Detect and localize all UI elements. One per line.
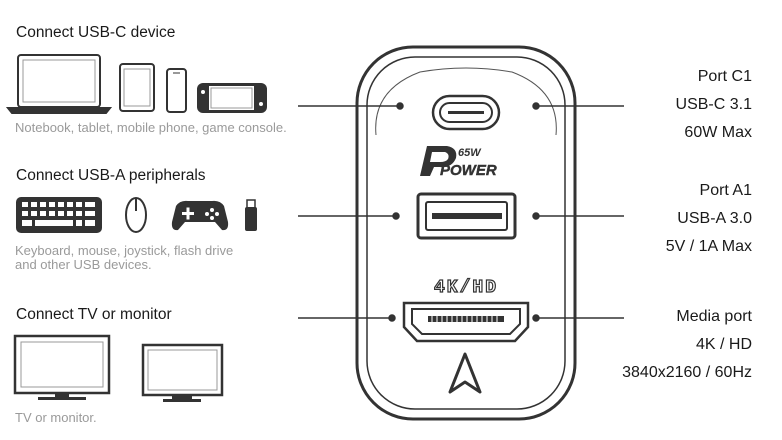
port-a1-name: Port A1	[699, 182, 752, 199]
usba-caption-line2: and other USB devices.	[15, 257, 152, 272]
hdmi-port-icon	[402, 301, 530, 343]
tablet-icon	[119, 63, 155, 112]
port-a1-power: 5V / 1A Max	[665, 238, 752, 255]
tv-icon	[13, 334, 111, 400]
flash-drive-icon	[245, 199, 257, 231]
laptop-icon	[5, 54, 113, 114]
mouse-icon	[125, 197, 147, 233]
media-port-power: 3840x2160 / 60Hz	[622, 364, 752, 381]
media-port-name: Media port	[676, 308, 752, 325]
gamepad-icon	[171, 200, 229, 231]
usba-heading: Connect USB-A peripherals	[16, 167, 206, 184]
port-a1-spec: Port A1 USB-A 3.0 5V / 1A Max	[666, 177, 752, 261]
port-c1-spec: Port C1 USB-C 3.1 60W Max	[676, 63, 752, 147]
usb-c-port-icon	[431, 94, 501, 131]
phone-icon	[166, 68, 187, 113]
game-console-icon	[197, 83, 267, 113]
usb-a-port-icon	[416, 192, 517, 240]
usbc-heading: Connect USB-C device	[16, 24, 176, 41]
port-c1-name: Port C1	[697, 68, 752, 85]
connector-lines	[298, 102, 624, 322]
keyboard-icon	[16, 197, 102, 233]
tv-heading: Connect TV or monitor	[16, 306, 172, 323]
usba-caption-line1: Keyboard, mouse, joystick, flash drive	[15, 243, 234, 258]
media-label: 4K/HD	[434, 278, 498, 298]
media-port-spec: Media port 4K / HD 3840x2160 / 60Hz	[622, 303, 752, 387]
port-a1-type: USB-A 3.0	[677, 210, 752, 227]
brand-logo-icon	[448, 352, 482, 394]
media-port-type: 4K / HD	[695, 336, 752, 353]
usbc-caption: Notebook, tablet, mobile phone, game con…	[15, 120, 287, 135]
port-c1-power: 60W Max	[684, 124, 752, 141]
power-logo-icon: 65W POWER	[420, 146, 497, 179]
logo-wattage: 65W	[458, 147, 482, 159]
monitor-icon	[141, 343, 224, 402]
logo-word: POWER	[440, 162, 497, 179]
port-c1-type: USB-C 3.1	[675, 96, 752, 113]
tv-caption: TV or monitor.	[15, 410, 97, 425]
